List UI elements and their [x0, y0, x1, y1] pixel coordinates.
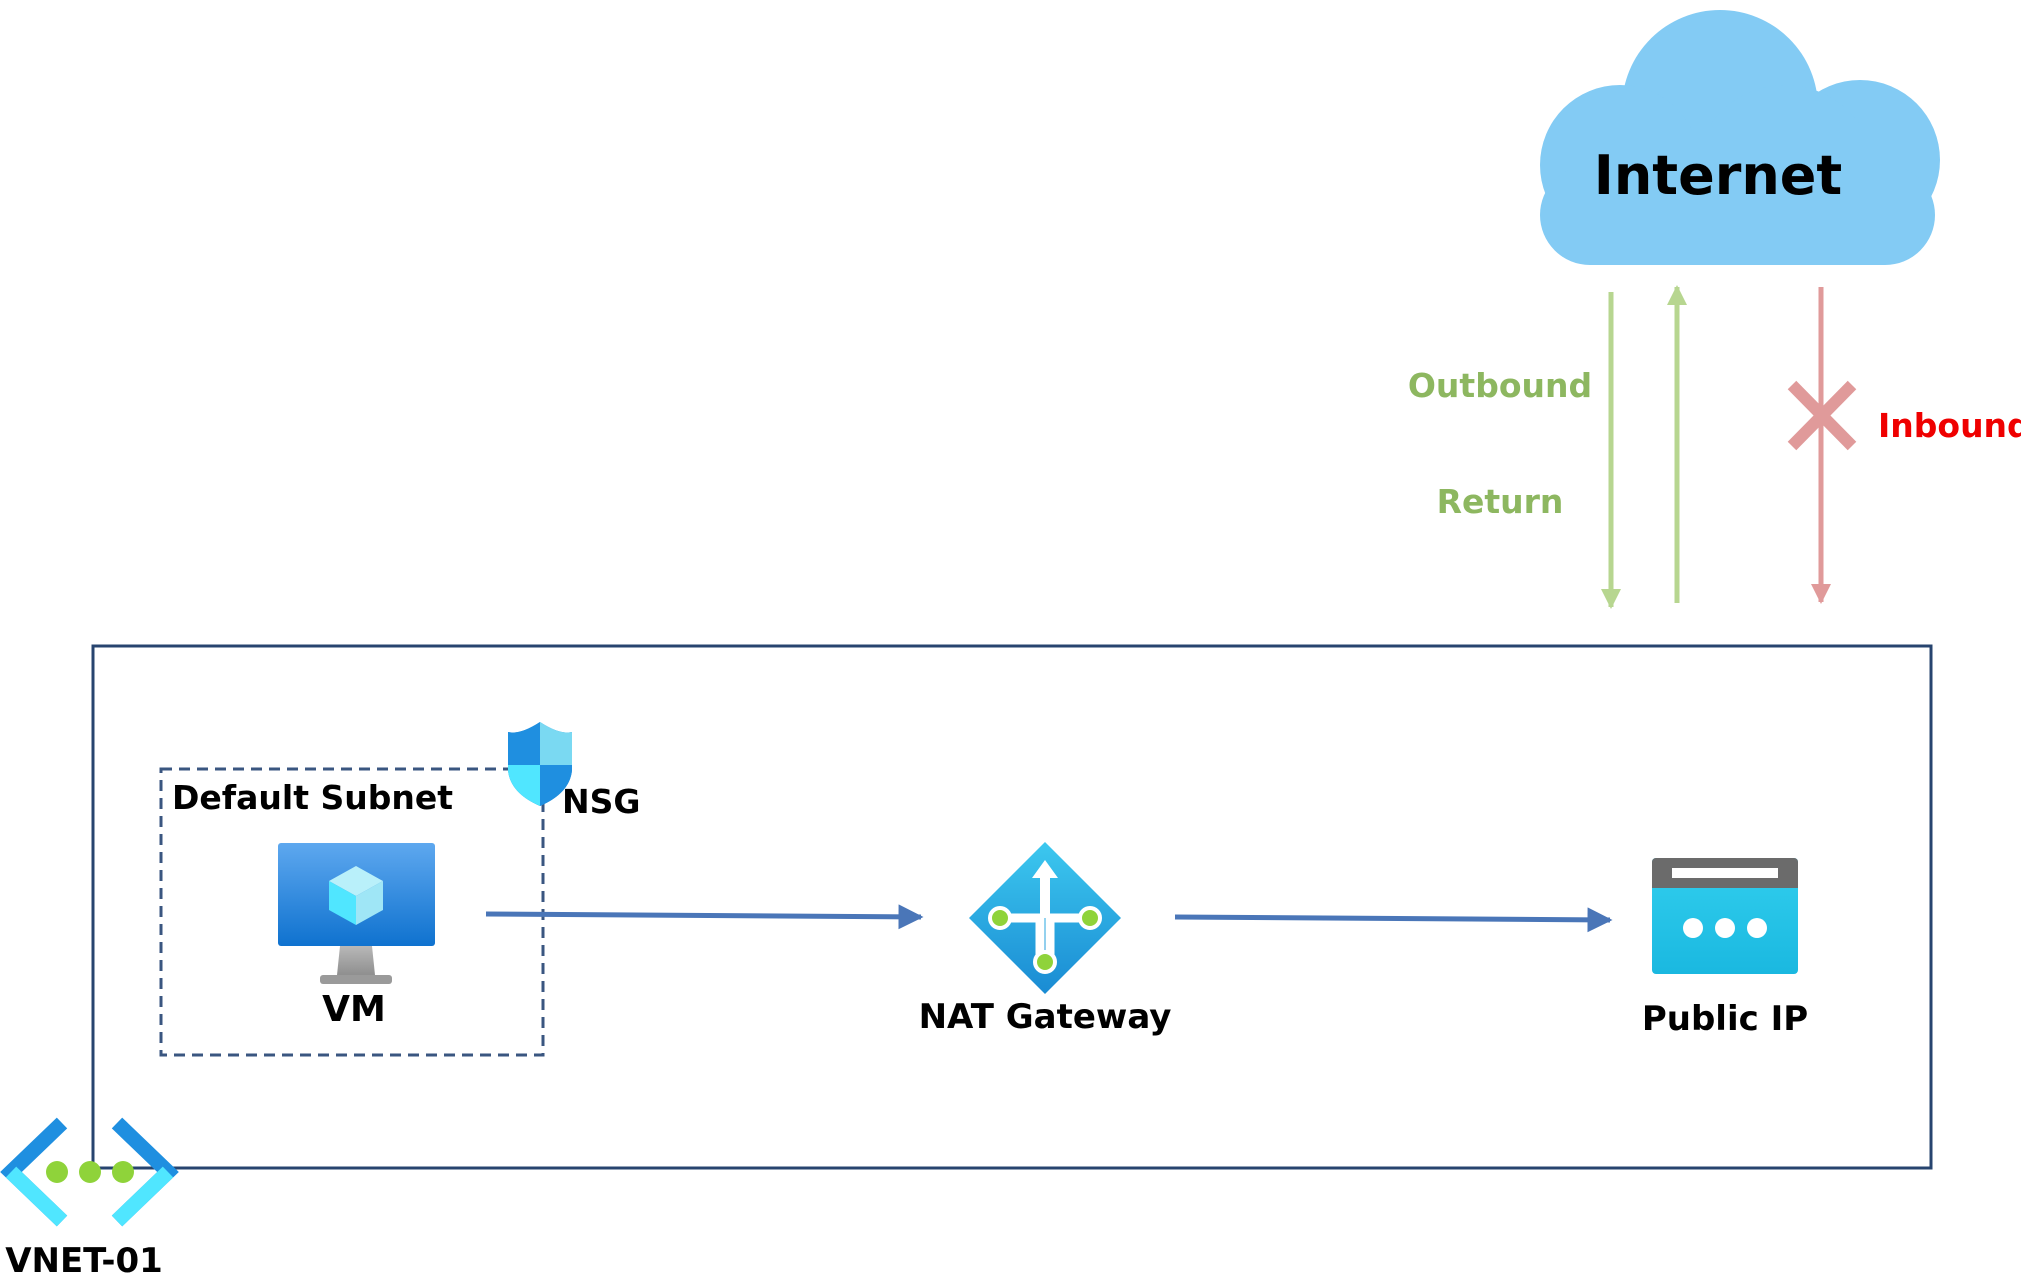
public-ip: Public IP — [1642, 858, 1808, 1039]
internet-cloud: Internet — [1540, 10, 1940, 265]
blocked-x-icon — [1787, 380, 1857, 451]
public-ip-icon — [1652, 858, 1798, 974]
vnet-icon — [0, 1117, 179, 1227]
nat-gateway-icon — [969, 842, 1121, 994]
vm: VM — [278, 843, 435, 1030]
outbound-label: Outbound — [1408, 366, 1592, 405]
internet-label: Internet — [1594, 144, 1842, 207]
nat-to-publicip-arrow — [1174, 907, 1613, 933]
nsg-label: NSG — [562, 782, 640, 821]
vm-label: VM — [322, 989, 386, 1030]
public-ip-label: Public IP — [1642, 999, 1808, 1039]
vnet: VNET-01 — [0, 1117, 179, 1281]
return-label: Return — [1437, 482, 1564, 521]
nsg: NSG — [508, 722, 640, 821]
subnet-label: Default Subnet — [172, 778, 453, 817]
vm-to-nat-arrow — [485, 904, 924, 930]
vnet-boundary — [91, 644, 1933, 1170]
inbound-label: Inbound — [1878, 406, 2021, 445]
vnet-label: VNET-01 — [5, 1241, 163, 1281]
nat-gateway: NAT Gateway — [919, 842, 1172, 1037]
traffic-flows: Outbound Return Inbound — [1408, 285, 2021, 609]
shield-icon — [508, 722, 572, 806]
cloud-icon — [1540, 10, 1940, 265]
nat-gateway-label: NAT Gateway — [919, 997, 1172, 1037]
vm-monitor-icon — [278, 843, 435, 984]
cube-icon — [329, 866, 383, 925]
